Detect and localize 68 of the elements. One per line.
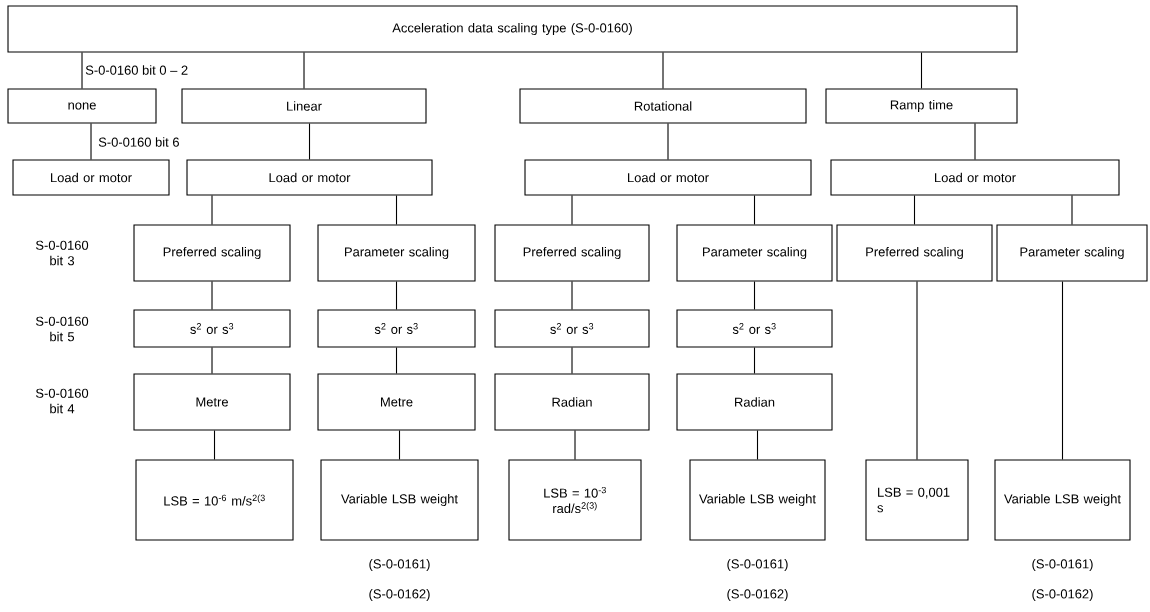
connector-line [753, 281, 756, 310]
option-box: s$^{2}$ or s$^{3}$ [317, 309, 476, 348]
option-box: LSB = 10$^{-3}$ rad/s$^{2(3)}$ [508, 459, 642, 541]
option-box: Radian [494, 373, 650, 431]
option-box: Linear [181, 88, 427, 124]
connector-line [395, 347, 398, 374]
connector-line [90, 123, 92, 160]
parameter-note: (S-0-0162) [1032, 588, 1093, 602]
connector-line [398, 430, 401, 460]
connector-line [211, 347, 213, 374]
connector-line [81, 52, 83, 89]
connector-line [395, 195, 398, 225]
connector-line [213, 430, 216, 460]
option-box: Metre [133, 373, 291, 431]
connector-line [574, 430, 576, 460]
option-box: none [7, 88, 157, 124]
connector-line [916, 281, 918, 460]
connector-line [211, 195, 213, 225]
connector-line [662, 52, 664, 89]
parameter-note: (S-0-0161) [369, 558, 430, 572]
option-box: Parameter scaling [317, 224, 476, 282]
option-box: Variable LSB weight [689, 459, 826, 541]
connector-line [211, 281, 213, 310]
connector-line [308, 123, 311, 160]
option-box: Load or motor [524, 159, 812, 196]
connector-line [753, 347, 756, 374]
connector-line [920, 52, 923, 89]
option-box: Rotational [519, 88, 807, 124]
connector-line [395, 281, 398, 310]
connector-line [1061, 281, 1064, 460]
connector-line [303, 52, 305, 89]
connector-line [571, 195, 573, 225]
side-label: S-0-0160 bit 4 [35, 388, 89, 414]
option-box: Load or motor [830, 159, 1120, 196]
parameter-note: (S-0-0162) [369, 588, 430, 602]
option-box: s$^{2}$ or s$^{3}$ [133, 309, 291, 348]
connector-line [571, 347, 573, 374]
side-label: S-0-0160 bit 0 – 2 [85, 65, 188, 75]
connector-line [974, 123, 976, 160]
option-box: s$^{2}$ or s$^{3}$ [676, 309, 833, 348]
option-box: Parameter scaling [676, 224, 833, 282]
side-label: S-0-0160 bit 3 [35, 240, 89, 266]
option-box: Ramp time [825, 88, 1018, 124]
connector-line [571, 281, 573, 310]
option-box: LSB = 0,001 s [865, 459, 969, 541]
option-box: Variable LSB weight [994, 459, 1131, 541]
option-box: Acceleration data scaling type (S-0-0160) [7, 5, 1018, 53]
option-box: Metre [317, 373, 476, 431]
option-box: LSB = 10$^{-6}$ m/s$^{2(3}$ [135, 459, 294, 541]
option-box: Radian [676, 373, 833, 431]
option-box: Variable LSB weight [320, 459, 479, 541]
option-box: s$^{2}$ or s$^{3}$ [494, 309, 650, 348]
option-box: Preferred scaling [836, 224, 993, 282]
connector-line [756, 430, 759, 460]
connector-line [753, 195, 756, 225]
option-box: Preferred scaling [494, 224, 650, 282]
option-box: Load or motor [186, 159, 433, 196]
side-label: S-0-0160 bit 5 [35, 316, 89, 342]
option-box: Parameter scaling [996, 224, 1148, 282]
option-box: Load or motor [12, 159, 170, 196]
option-box: Preferred scaling [133, 224, 291, 282]
parameter-note: (S-0-0162) [727, 588, 788, 602]
connector-line [667, 123, 669, 160]
side-label: S-0-0160 bit 6 [98, 137, 179, 147]
parameter-note: (S-0-0161) [727, 558, 788, 572]
connector-line [1071, 195, 1073, 225]
parameter-note: (S-0-0161) [1032, 558, 1093, 572]
connector-line [913, 195, 916, 225]
